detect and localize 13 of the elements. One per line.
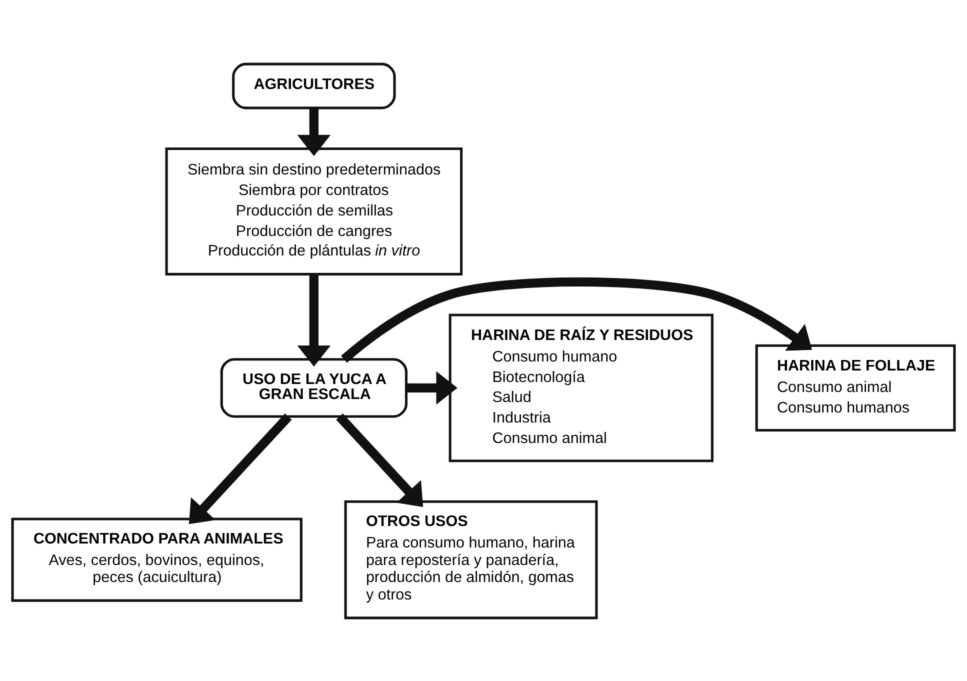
node-box: USO DE LA YUCA A GRAN ESCALA	[220, 358, 408, 418]
node-box: AGRICULTORES	[232, 62, 396, 109]
node-box: HARINA DE RAÍZ Y RESIDUOS Consumo humano Biotecnología Salud Industria Consumo animal	[448, 313, 714, 462]
arrow	[406, 370, 458, 404]
arrow	[297, 274, 331, 366]
node-box: CONCENTRADO PARA ANIMALES Aves, cerdos, bovinos, equinos, peces (acuicultura)	[11, 517, 302, 602]
arrow	[336, 412, 424, 506]
arrow	[341, 276, 812, 362]
node-box: OTROS USOS Para consumo humano, harina para repostería y panadería, producción de almidón, gomas y otros	[344, 500, 598, 619]
node-box: Siembra sin destino predeterminados Siembra por contratos Producción de semillas Producción de cangres Producción de plántulas in vitro	[165, 146, 463, 275]
arrow	[297, 107, 331, 156]
arrow	[188, 412, 292, 524]
node-box: HARINA DE FOLLAJE Consumo animal Consumo humanos	[755, 344, 956, 432]
